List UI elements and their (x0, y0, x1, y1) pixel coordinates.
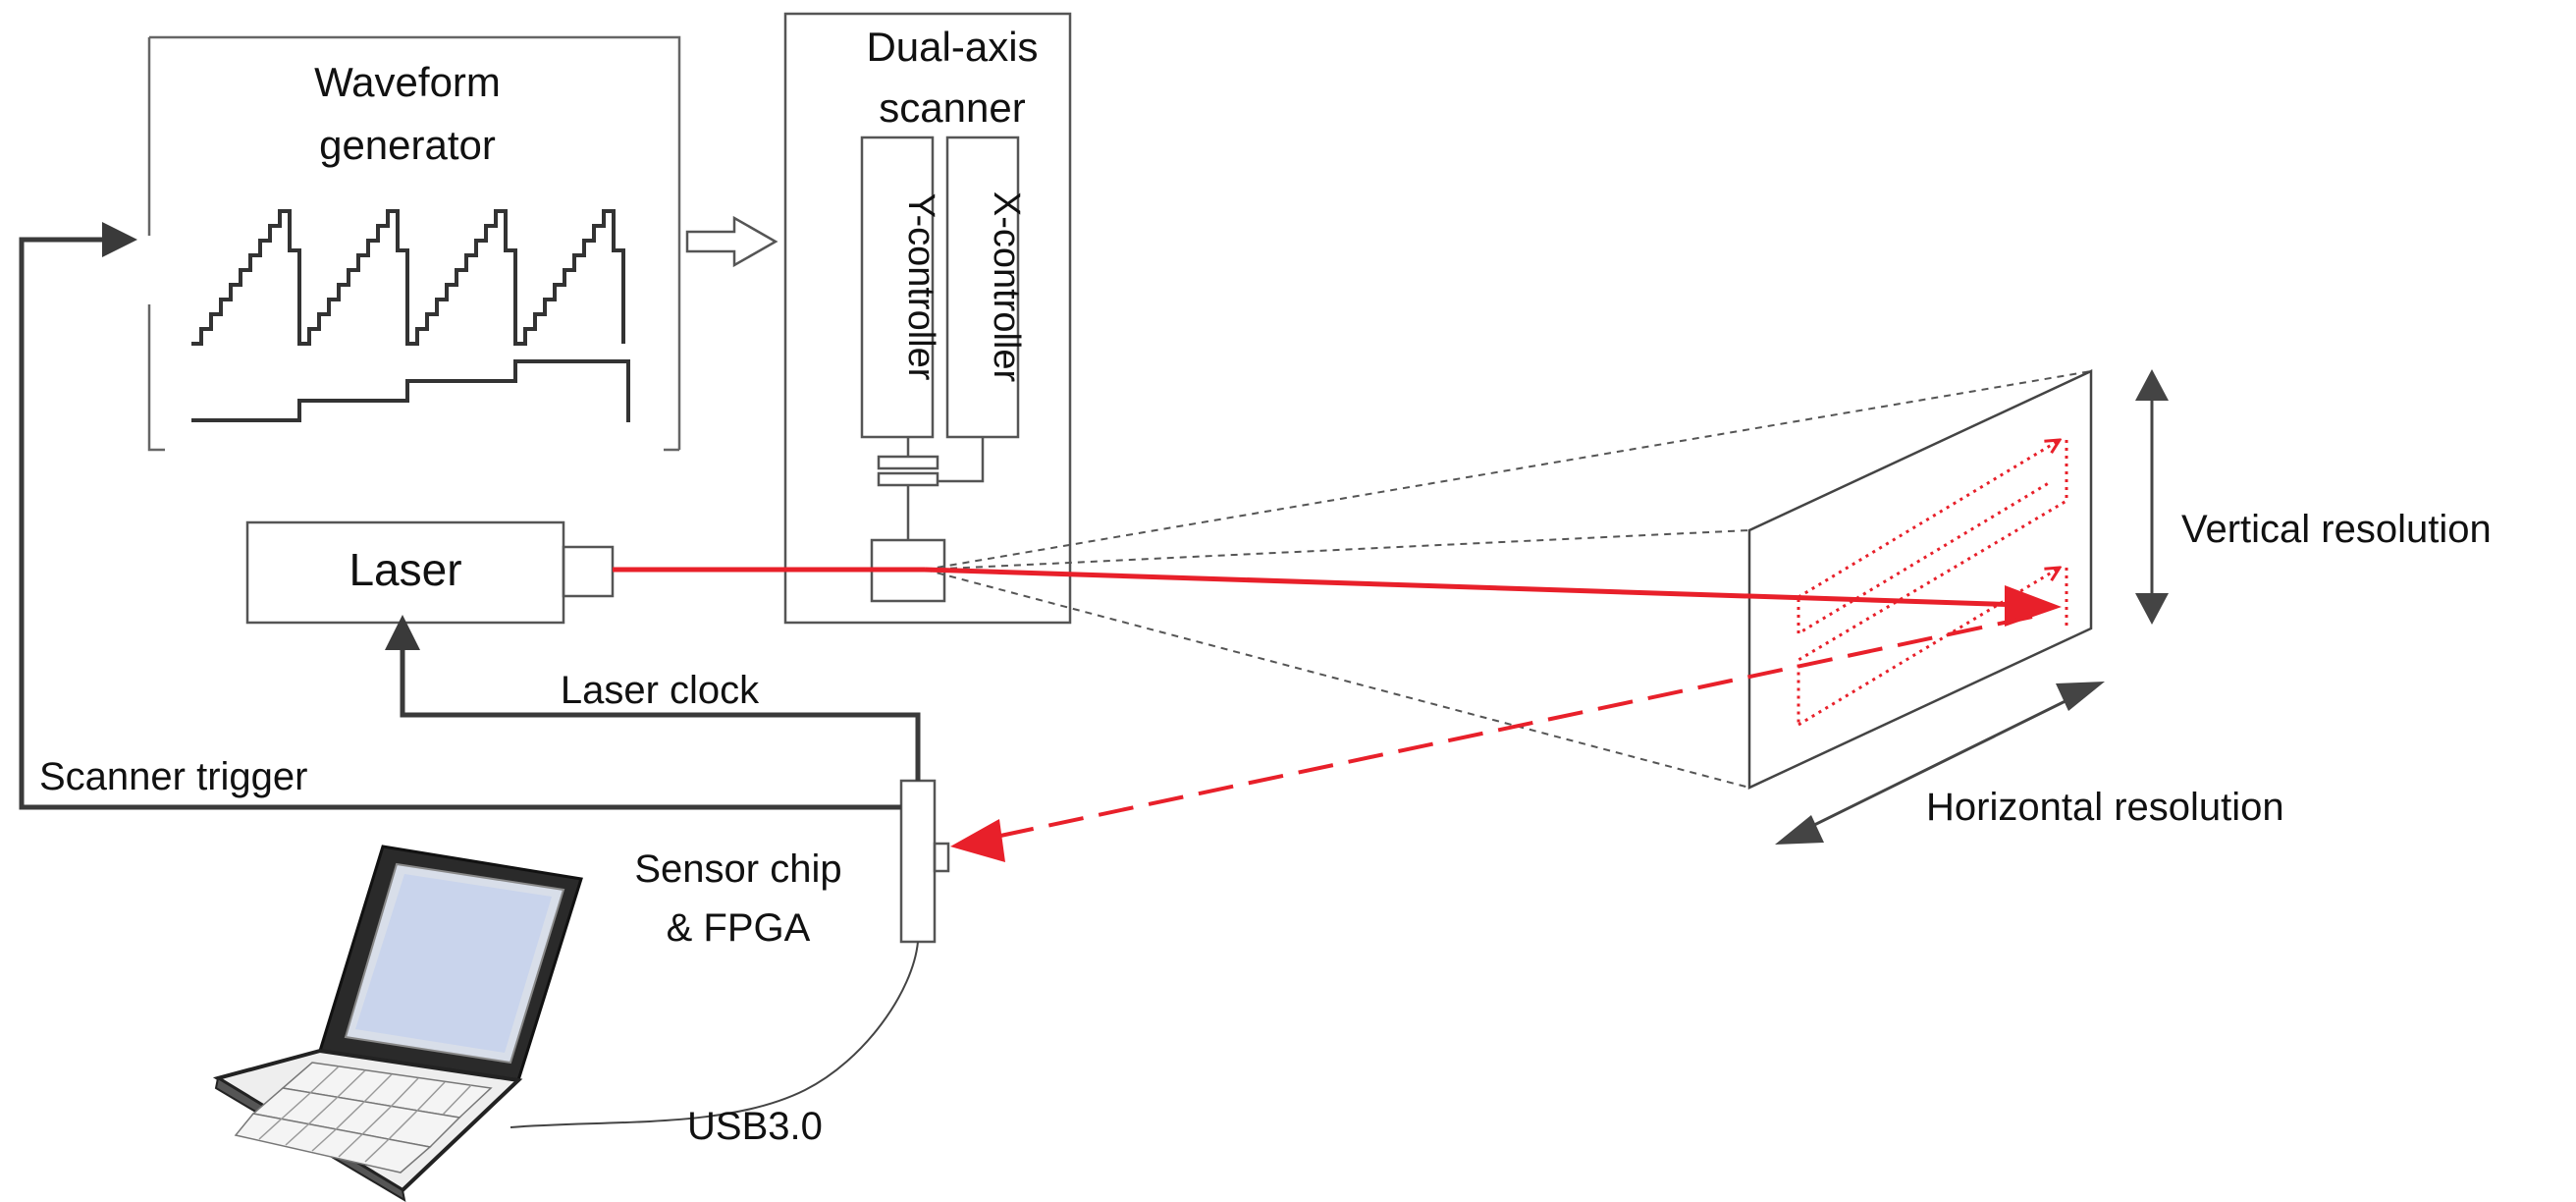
staircase-waveform (191, 209, 625, 346)
scanner-trigger-label: Scanner trigger (39, 755, 307, 798)
dual-axis-scanner: Dual-axis scanner Y-controller X-control… (783, 12, 1072, 625)
target-plane (1747, 369, 2093, 790)
y-controller-label: Y-controller (900, 193, 941, 381)
laser-clock-arrow-icon (385, 615, 420, 650)
beam-arrow-icon (2005, 585, 2062, 627)
hollow-arrow-icon (685, 215, 778, 268)
usb-cable (510, 941, 919, 1128)
laptop-icon (212, 845, 583, 1202)
return-arrow-icon (950, 819, 1005, 862)
waveform-generator: Waveform generator (147, 35, 681, 452)
laser: Laser (245, 520, 615, 625)
laser-beam (613, 567, 2062, 627)
scanner-trigger-wire (19, 237, 901, 810)
sensor-label-line2: & FPGA (667, 906, 811, 950)
waveform-generator-title-line2: generator (319, 122, 496, 168)
scanner-title-line1: Dual-axis (866, 24, 1038, 70)
horizontal-resolution-arrow (1775, 682, 2105, 845)
horizontal-resolution-label: Horizontal resolution (1926, 786, 2284, 829)
scan-field (924, 370, 2092, 789)
laser-clock-label: Laser clock (561, 669, 760, 712)
sensor-chip-fpga: Sensor chip & FPGA (634, 779, 950, 950)
step-waveform (191, 359, 630, 422)
return-beam (950, 615, 2033, 862)
laser-clock-wire (400, 636, 921, 781)
sensor-label-line1: Sensor chip (634, 847, 841, 891)
usb-label: USB3.0 (687, 1105, 823, 1148)
scanner-title-line2: scanner (879, 84, 1025, 131)
y-controller-box (860, 136, 935, 439)
laser-label: Laser (349, 544, 461, 595)
scanner-trigger-arrow-icon (102, 222, 137, 257)
waveform-generator-title-line1: Waveform (314, 59, 501, 105)
vertical-resolution-arrow (2135, 369, 2169, 625)
vertical-resolution-label: Vertical resolution (2181, 508, 2492, 551)
raster-scan-path (1797, 440, 2068, 727)
x-controller-label: X-controller (986, 191, 1027, 383)
